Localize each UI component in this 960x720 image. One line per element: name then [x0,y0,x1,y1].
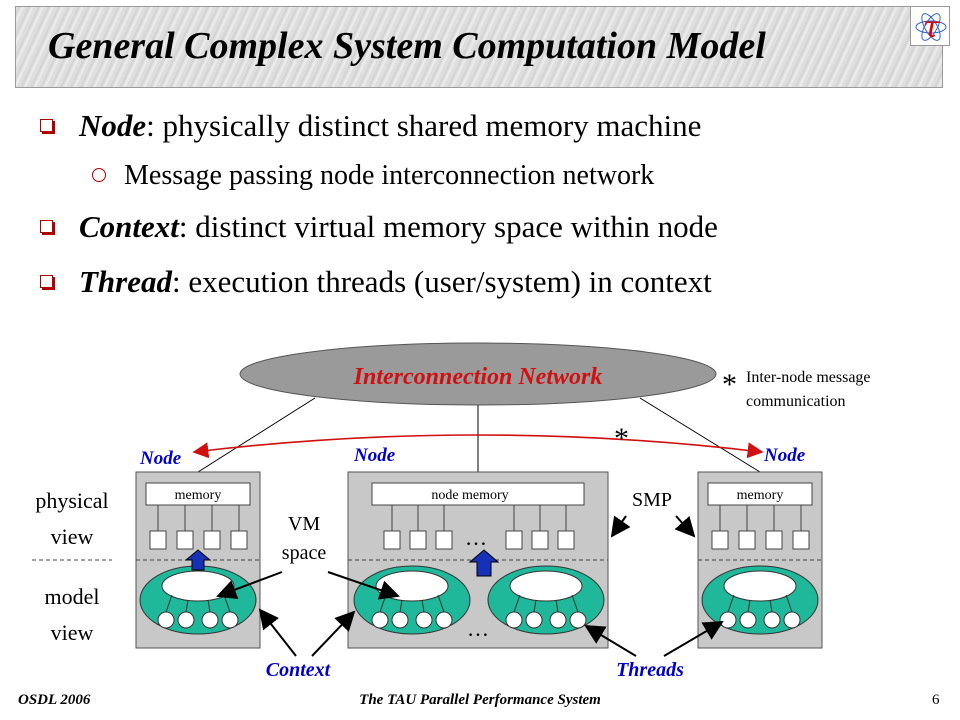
vm-arrow-left [216,571,283,600]
vm-label-1: VM [288,513,320,535]
network-links [197,397,761,473]
sub-bullet-message-passing: Message passing node interconnection net… [92,160,654,192]
bullet-thread: Thread: execution threads (user/system) … [40,264,712,300]
physical-view-label-2: view [51,524,94,549]
bullet-node: Node: physically distinct shared memory … [40,108,701,144]
node-memory-label: node memory [431,488,508,503]
network-label: Interconnection Network [353,364,603,390]
svg-text:τ: τ [923,10,940,45]
page-number: 6 [932,692,940,708]
model-view-label-2: view [51,620,94,645]
threads-arrow-right [663,620,724,657]
memory-label: memory [737,488,784,503]
node-label-right: Node [763,445,806,466]
up-arrow-icon [184,549,212,571]
processor-row [711,505,810,550]
ellipsis-processors: … [465,525,487,550]
square-bullet-icon [40,119,53,133]
thread-circles [505,594,587,629]
context-arrow-right [311,610,356,657]
processor-row [383,505,575,550]
slide-title: General Complex System Computation Model [48,25,766,67]
node-label-left: Node [139,448,182,469]
title-bar [15,6,943,88]
note-star: * [722,368,737,401]
threads-label: Threads [616,659,684,681]
vm-label-2: space [282,542,327,564]
inter-node-message-arrow [192,434,764,459]
thread-circles [371,594,453,629]
ring-bullet-icon [92,167,106,182]
node-right: memory [697,471,823,649]
node-label-center: Node [353,445,396,466]
smp-arrow-left [610,515,631,538]
vm-arrow-right [327,571,400,600]
bullet-context: Context: distinct virtual memory space w… [40,209,718,245]
footer-center: The TAU Parallel Performance System [359,692,601,708]
smp-label: SMP [632,489,672,511]
context-arrow-left [258,608,297,657]
note-line-1: Inter-node message [746,369,871,386]
node-left: memory [135,471,261,649]
square-bullet-icon [40,275,53,289]
memory-label: memory [175,488,222,503]
note-line-2: communication [746,393,846,410]
node-center: node memory … … [347,471,609,649]
memory-box [145,482,251,506]
context-label: Context [266,659,332,681]
physical-view-label-1: physical [35,488,108,513]
thread-circles [157,594,239,629]
processor-row [149,505,248,550]
node-memory-box [371,482,585,506]
interconnection-network [239,342,717,406]
up-arrow-icon [468,549,500,577]
threads-arrow-left [584,624,637,657]
model-view-label-1: model [45,584,100,609]
ellipsis-contexts: … [467,616,489,641]
message-star: * [614,422,629,455]
square-bullet-icon [40,220,53,234]
thread-circles [719,594,801,629]
tau-logo-icon: τ [910,6,950,46]
footer-left: OSDL 2006 [18,692,91,708]
smp-arrow-right [674,515,696,538]
memory-box [707,482,813,506]
